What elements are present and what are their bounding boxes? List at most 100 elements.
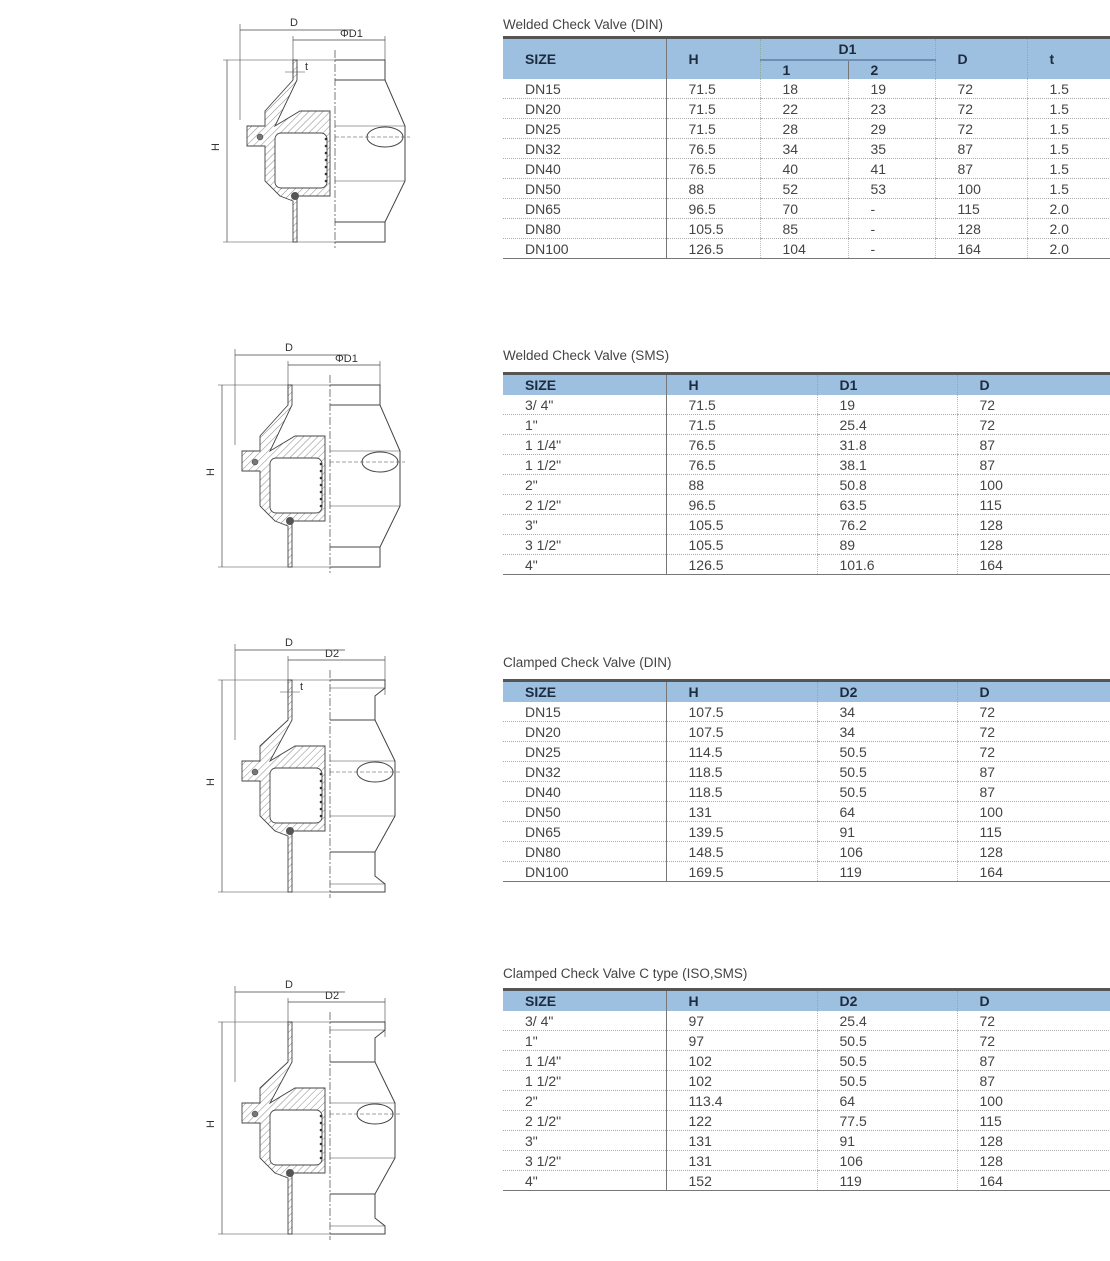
value-cell: 102 — [665, 1070, 817, 1091]
valve-body-exterior — [330, 719, 396, 853]
value-cell: 87 — [956, 434, 1110, 455]
value-cell: 106 — [816, 1150, 957, 1171]
column-header-h: H — [665, 373, 817, 395]
value-cell: 107.5 — [665, 721, 817, 742]
size-cell: DN80 — [503, 841, 666, 862]
value-cell: 139.5 — [665, 821, 817, 842]
value-cell: 64 — [816, 801, 957, 822]
spring-coil — [319, 793, 323, 797]
dimension-label-h: H — [205, 1120, 217, 1128]
column-header-d2: D2 — [816, 680, 957, 702]
dimension-label-t: t — [305, 61, 308, 73]
value-cell: 96.5 — [665, 198, 760, 219]
spring-coil — [324, 144, 328, 148]
value-cell: 115 — [956, 1110, 1110, 1131]
size-cell: 1 1/4" — [503, 1050, 666, 1071]
pipe-end-top — [330, 384, 381, 405]
value-cell: 1.5 — [1026, 138, 1110, 159]
spring-coil — [324, 172, 328, 176]
value-cell: 72 — [934, 118, 1027, 139]
size-cell: DN50 — [503, 178, 666, 199]
value-cell: 87 — [956, 1050, 1110, 1071]
size-cell: 1" — [503, 1030, 666, 1051]
dimension-label-d1: ΦD1 — [335, 353, 358, 365]
size-cell: DN40 — [503, 781, 666, 802]
size-cell: 4" — [525, 556, 538, 573]
pipe-end-bottom — [330, 547, 381, 568]
value-cell: 72 — [934, 98, 1027, 119]
column-header-size: SIZE — [503, 680, 666, 702]
value-cell: 50.5 — [816, 1070, 957, 1091]
value-cell: 72 — [956, 741, 1110, 762]
clamp-ferrule-bottom — [330, 852, 386, 893]
size-cell: 1" — [503, 414, 666, 435]
spring-coil — [319, 504, 323, 508]
dimension-label-d: D — [285, 637, 293, 649]
spring-coil — [324, 179, 328, 183]
column-header-h: H — [665, 989, 817, 1011]
value-cell: 2.0 — [1026, 238, 1110, 259]
value-cell: 71.5 — [665, 79, 760, 99]
value-cell: 87 — [956, 781, 1110, 802]
column-header-d: D — [956, 373, 1110, 395]
value-cell: 128 — [956, 1150, 1110, 1171]
spring-coil — [319, 800, 323, 804]
column-header-t: t — [1026, 37, 1110, 79]
dimension-label-h: H — [210, 143, 222, 151]
size-cell: DN40 — [503, 158, 666, 179]
size-cell: 3" — [503, 1130, 666, 1151]
value-cell: 131 — [665, 1150, 817, 1171]
value-cell: 76.5 — [665, 434, 817, 455]
spring-coil — [319, 1128, 323, 1132]
value-cell: 106 — [816, 841, 957, 862]
value-cell: 115 — [934, 198, 1027, 219]
value-cell: 118.5 — [665, 761, 817, 782]
value-cell: 101.6 — [816, 554, 957, 575]
value-cell: 71.5 — [665, 395, 817, 415]
value-cell: 128 — [956, 1130, 1110, 1151]
value-cell: 87 — [934, 138, 1027, 159]
o-ring-seal — [251, 768, 259, 776]
value-cell: 18 — [759, 79, 848, 99]
value-cell: 115 — [956, 494, 1110, 515]
value-cell: - — [847, 218, 935, 239]
value-cell: - — [847, 238, 935, 259]
value-cell: 89 — [816, 534, 957, 555]
valve-body-exterior — [330, 404, 401, 548]
value-cell: 88 — [665, 178, 760, 199]
column-header-size: SIZE — [503, 373, 666, 395]
spring-coil — [319, 1156, 323, 1160]
value-cell: 71.5 — [665, 118, 760, 139]
value-cell: 64 — [816, 1090, 957, 1111]
size-cell: DN50 — [503, 801, 666, 822]
size-cell: DN25 — [503, 741, 666, 762]
size-cell: 1 1/4" — [503, 434, 666, 455]
value-cell: 76.2 — [816, 514, 957, 535]
value-cell: 128 — [956, 514, 1110, 535]
column-header-size: SIZE — [503, 989, 666, 1011]
value-cell: 164 — [956, 861, 1110, 882]
size-cell: 2 1/2" — [503, 494, 666, 515]
value-cell: 50.5 — [816, 1030, 957, 1051]
value-cell: 71.5 — [665, 414, 817, 435]
column-header-h: H — [665, 37, 760, 79]
value-cell: 76.5 — [665, 454, 817, 475]
value-cell: 72 — [934, 79, 1027, 99]
value-cell: 19 — [847, 79, 935, 99]
value-cell: 77.5 — [816, 1110, 957, 1131]
